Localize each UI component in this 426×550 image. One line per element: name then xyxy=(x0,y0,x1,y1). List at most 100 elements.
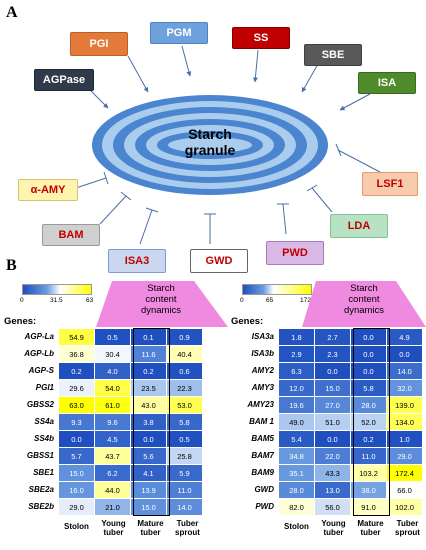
enzyme-isa3: ISA3 xyxy=(108,249,166,273)
heatmap-cell: 28.0 xyxy=(278,481,315,499)
enzyme-sbe: SBE xyxy=(304,44,362,66)
heatmap-cell: 4.5 xyxy=(94,430,131,448)
heatmap-cell: 5.8 xyxy=(350,379,387,397)
heatmap-cell: 0.0 xyxy=(386,345,423,363)
heatmap-cell: 52.0 xyxy=(350,413,387,431)
heatmap-cell: 54.9 xyxy=(58,328,95,346)
heatmap-cell: 102.0 xyxy=(386,498,423,516)
enzyme-isa-label: ISA xyxy=(377,77,397,89)
heatmap-cell: 0.2 xyxy=(58,362,95,380)
heatmap-cell: 0.0 xyxy=(350,345,387,363)
left-trap-line3: dynamics xyxy=(140,305,182,316)
heatmap-cell: 36.8 xyxy=(58,345,95,363)
enzyme-lda-label: LDA xyxy=(347,220,371,232)
left-scale-tick-mid: 31.5 xyxy=(50,297,63,304)
heatmap-cell: 82.0 xyxy=(278,498,315,516)
enzyme-sbe-label: SBE xyxy=(321,49,345,61)
gene-label: AGP-La xyxy=(24,332,54,341)
gene-label: SBE2b xyxy=(28,502,54,511)
enzyme-pgm: PGM xyxy=(150,22,208,44)
column-label-line1: Tuber xyxy=(176,519,199,528)
heatmap-cell: 11.0 xyxy=(350,447,387,465)
heatmap-cell: 5.6 xyxy=(130,447,167,465)
heatmap-cell: 0.2 xyxy=(130,362,167,380)
heatmap-cell: 5.7 xyxy=(58,447,95,465)
heatmap-cell: 5.9 xyxy=(166,464,203,482)
heatmap-cell: 0.0 xyxy=(314,362,351,380)
heatmap-cell: 63.0 xyxy=(58,396,95,414)
enzyme-agpase-label: AGPase xyxy=(42,74,86,86)
heatmap-cell: 0.9 xyxy=(166,328,203,346)
heatmap-cell: 0.0 xyxy=(130,430,167,448)
heatmap-cell: 13.0 xyxy=(314,481,351,499)
heatmap-cell: 9.6 xyxy=(94,413,131,431)
gene-label: SS4b xyxy=(33,434,54,443)
column-label-line2: sprout xyxy=(175,528,200,537)
left-trap-line2: content xyxy=(145,294,177,305)
heatmap-cell: 21.0 xyxy=(94,498,131,516)
enzyme-lsf1-label: LSF1 xyxy=(376,178,404,190)
heatmap-cell: 3.8 xyxy=(130,413,167,431)
heatmap-cell: 19.6 xyxy=(278,396,315,414)
right-trap-line1: Starch xyxy=(350,283,378,294)
enzyme-bam-label: BAM xyxy=(58,229,84,241)
heatmap-cell: 15.0 xyxy=(314,379,351,397)
left-color-scale xyxy=(22,284,92,295)
panel-a-diagram xyxy=(75,45,381,245)
heatmap-cell: 61.0 xyxy=(94,396,131,414)
heatmap-cell: 25.8 xyxy=(166,447,203,465)
column-label-line1: Young xyxy=(321,519,346,528)
enzyme-lda: LDA xyxy=(330,214,388,238)
enzyme-agpase: AGPase xyxy=(34,69,94,91)
heatmap-cell: 30.4 xyxy=(94,345,131,363)
granule-label-line2: granule xyxy=(184,142,236,158)
heatmap-cell: 29.0 xyxy=(58,498,95,516)
heatmap-cell: 139.0 xyxy=(386,396,423,414)
enzyme-ss-label: SS xyxy=(253,32,269,44)
heatmap-cell: 56.0 xyxy=(314,498,351,516)
right-starch-dynamics-label: Starch content dynamics xyxy=(329,283,399,316)
enzyme-pwd-label: PWD xyxy=(282,247,308,259)
heatmap-cell: 0.0 xyxy=(350,362,387,380)
heatmap-cell: 15.0 xyxy=(130,498,167,516)
heatmap-cell: 1.0 xyxy=(386,430,423,448)
gene-label: AMY23 xyxy=(247,400,274,409)
left-starch-dynamics-label: Starch content dynamics xyxy=(126,283,196,316)
column-label-line1: Stolon xyxy=(284,522,309,531)
heatmap-cell: 13.9 xyxy=(130,481,167,499)
heatmap-cell: 11.0 xyxy=(166,481,203,499)
enzyme-alpha-amy-label: α-AMY xyxy=(30,184,66,196)
heatmap-cell: 49.0 xyxy=(278,413,315,431)
enzyme-alpha-amy: α-AMY xyxy=(18,179,78,201)
heatmap-cell: 34.8 xyxy=(278,447,315,465)
heatmap-cell: 15.0 xyxy=(58,464,95,482)
heatmap-cell: 4.9 xyxy=(386,328,423,346)
heatmap-cell: 38.0 xyxy=(350,481,387,499)
enzyme-ss: SS xyxy=(232,27,290,49)
heatmap-cell: 0.5 xyxy=(94,328,131,346)
heatmap-cell: 40.4 xyxy=(166,345,203,363)
enzyme-pgi: PGI xyxy=(70,32,128,56)
granule-label: Starch granule xyxy=(160,126,260,158)
gene-label: BAM9 xyxy=(251,468,274,477)
heatmap-cell: 43.7 xyxy=(94,447,131,465)
enzyme-lsf1: LSF1 xyxy=(362,172,418,196)
heatmap-cell: 172.4 xyxy=(386,464,423,482)
heatmap-cell: 5.8 xyxy=(166,413,203,431)
gene-label: SS4a xyxy=(34,417,54,426)
